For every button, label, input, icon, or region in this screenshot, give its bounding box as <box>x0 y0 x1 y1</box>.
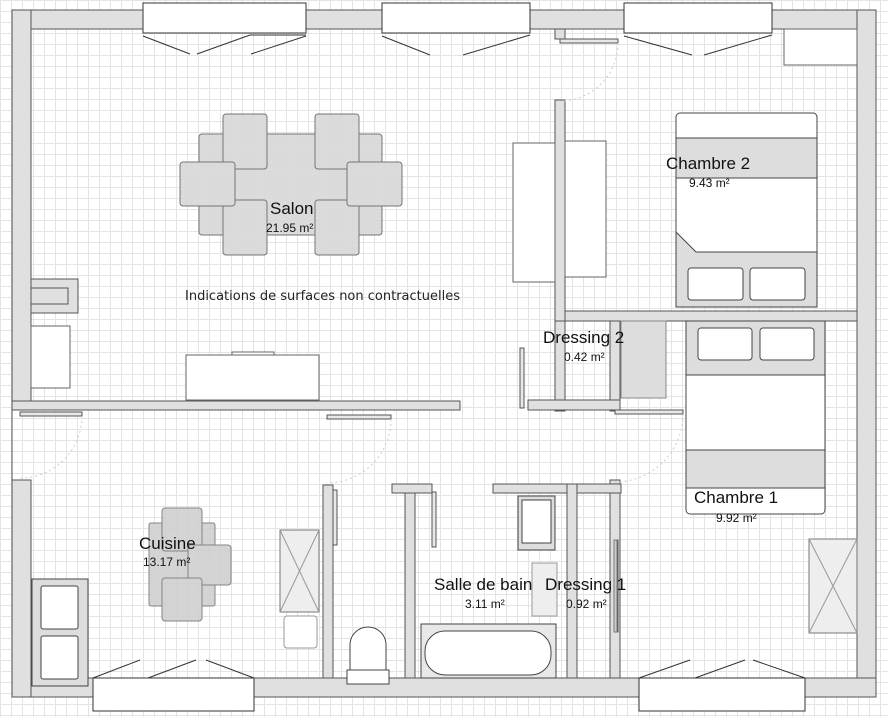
window-top-1 <box>142 2 307 34</box>
pillow <box>759 327 815 361</box>
window-swing-2 <box>381 34 531 56</box>
room-label-cuisine: Cuisine <box>139 534 196 553</box>
pillow <box>749 267 806 301</box>
window-bottom-1 <box>92 677 255 712</box>
window-swing-5 <box>638 659 806 679</box>
room-area-chambre1: 9.92 m² <box>716 511 757 525</box>
chair <box>314 199 360 256</box>
pillow <box>687 267 744 301</box>
chair <box>161 507 203 552</box>
wall-cuisine-right <box>322 484 334 679</box>
sideboard <box>185 354 320 401</box>
window-bottom-2 <box>638 677 806 712</box>
room-area-salon: 21.95 m² <box>266 221 314 235</box>
door-salon-right <box>326 414 392 420</box>
disclaimer-note: Indications de surfaces non contractuell… <box>185 289 460 304</box>
room-area-chambre2: 9.43 m² <box>689 176 730 190</box>
dressing1-rail <box>613 539 618 633</box>
toilet-tank <box>346 669 390 685</box>
door-cuisine <box>332 489 338 546</box>
toilet <box>349 626 387 673</box>
appliance <box>283 615 318 649</box>
room-label-dressing2: Dressing 2 <box>543 328 625 347</box>
room-label-salon: Salon <box>270 199 314 218</box>
room-label-sdb: Salle de bain <box>434 575 533 594</box>
door-dressing2 <box>519 347 525 409</box>
chair <box>187 544 232 586</box>
wall-left-upper <box>11 9 32 411</box>
window-top-3 <box>623 2 773 34</box>
wardrobe-left <box>512 142 556 283</box>
wall-chambre2-bottom <box>564 310 858 322</box>
window-swing-3 <box>623 34 773 56</box>
door-arc-2 <box>326 418 392 484</box>
bed-chambre1-band <box>685 449 826 489</box>
door-chambre1 <box>614 409 684 415</box>
chair <box>222 199 268 256</box>
door-arc-4 <box>559 42 619 102</box>
wall-sdb-right <box>566 483 578 679</box>
door-arc-3 <box>614 413 684 483</box>
chair <box>161 577 203 622</box>
bathroom-toilet <box>531 562 558 617</box>
niche-inner <box>30 287 69 305</box>
room-area-cuisine: 13.17 m² <box>143 555 191 569</box>
wall-dressing2-left <box>554 320 566 412</box>
wardrobe-right <box>564 140 607 278</box>
room-label-chambre2: Chambre 2 <box>666 154 751 173</box>
sideboard-top <box>231 351 275 356</box>
room-area-sdb: 3.11 m² <box>465 597 505 611</box>
cabinet-top-right <box>783 28 858 66</box>
wall-wc-right <box>404 484 416 679</box>
chair <box>314 113 360 170</box>
dressing2-shelf <box>620 320 667 399</box>
sink-basin <box>521 499 552 544</box>
cabinet-left <box>30 325 71 389</box>
wall-dressing2-bottom <box>527 399 621 411</box>
room-area-dressing2: 0.42 m² <box>564 350 605 364</box>
room-label-chambre1: Chambre 1 <box>694 488 779 507</box>
door-wc <box>431 491 437 548</box>
wall-wc-top <box>391 483 433 494</box>
burner-unit <box>40 585 79 630</box>
pillow <box>697 327 753 361</box>
room-area-dressing1: 0.92 m² <box>566 597 607 611</box>
wall-salon-bottom <box>11 400 461 411</box>
window-swing-4 <box>92 659 255 679</box>
wall-left-lower <box>11 479 32 698</box>
chair <box>179 161 236 207</box>
burner-unit <box>40 635 79 680</box>
window-swing-1 <box>142 34 307 55</box>
wall-sdb-top <box>492 483 622 494</box>
bed-chambre2-band <box>675 137 818 179</box>
window-top-2 <box>381 2 531 34</box>
chair <box>222 113 268 170</box>
room-label-dressing1: Dressing 1 <box>545 575 627 594</box>
door-arc-1 <box>19 415 83 479</box>
chair <box>346 161 403 207</box>
wall-top-stub <box>554 28 566 40</box>
door-top <box>559 38 619 44</box>
bathtub-inner <box>424 630 552 676</box>
wall-right <box>856 9 877 698</box>
door-salon-left <box>19 411 83 417</box>
